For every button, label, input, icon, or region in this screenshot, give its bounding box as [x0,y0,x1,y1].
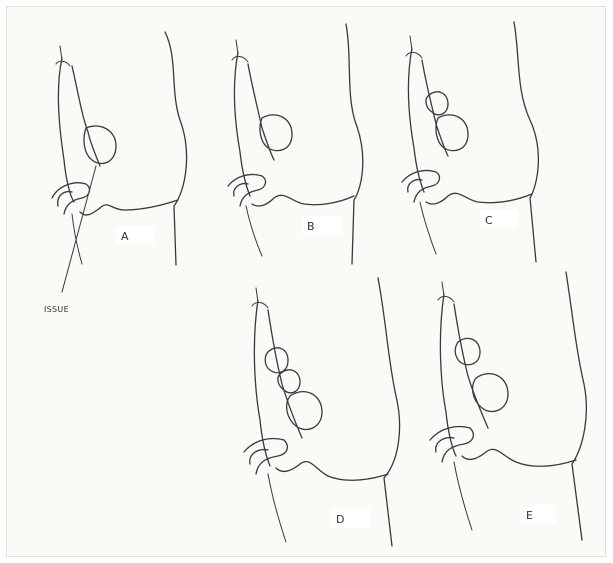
panel-a-base-contour [80,200,178,215]
panel-e-base-contour [462,449,576,466]
panel-d-stem [254,300,270,466]
panel-d-fold [244,439,287,475]
panel-c-fold [402,170,439,202]
panel-a-pouch [84,126,116,164]
panel-b-body-outline [346,24,363,264]
panel-c-pouch [436,115,468,151]
panel-a-label: A [121,230,129,243]
panel-d-pouch-large [287,392,322,430]
panel-d-base-contour [276,462,388,481]
panel-b-tip [232,40,248,62]
panel-a-stem [58,58,74,202]
callout-label: ISSUE [44,305,69,314]
panel-e-pouch-small [455,338,480,364]
panel-d-stem-inner [268,310,302,438]
panel-e-pouch-large [473,374,508,412]
panel-b-label: B [307,220,315,233]
panel-c-base-contour [426,193,532,204]
panel-d-label: D [336,513,344,526]
panel-d-tip [252,288,268,308]
panel-e-leg [454,462,472,530]
panel-e-stem [440,294,456,456]
panel-e-label: E [526,509,533,522]
panel-d-leg [268,474,286,542]
panel-b-stem-inner [248,64,274,160]
panel-c-stem-inner [422,60,448,156]
panel-a-body-outline [165,32,187,265]
panel-d-body-outline [378,278,400,546]
panel-c-leg [420,202,436,254]
panel-a-tip [56,46,70,66]
panel-d [244,278,400,546]
panel-b-base-contour [252,195,354,206]
panel-b-leg [246,206,262,256]
panel-c-label: C [485,214,493,227]
panel-a-leg [72,214,82,264]
panel-b-fold [228,174,265,206]
panel-c-tip [406,36,422,58]
panel-a [52,32,187,292]
panel-b-pouch [260,115,292,151]
panel-e-tip [438,282,454,302]
panel-e-body-outline [566,272,586,540]
panel-c-pouch-upper [426,92,448,115]
panel-b [228,24,363,264]
panel-e [430,272,586,540]
